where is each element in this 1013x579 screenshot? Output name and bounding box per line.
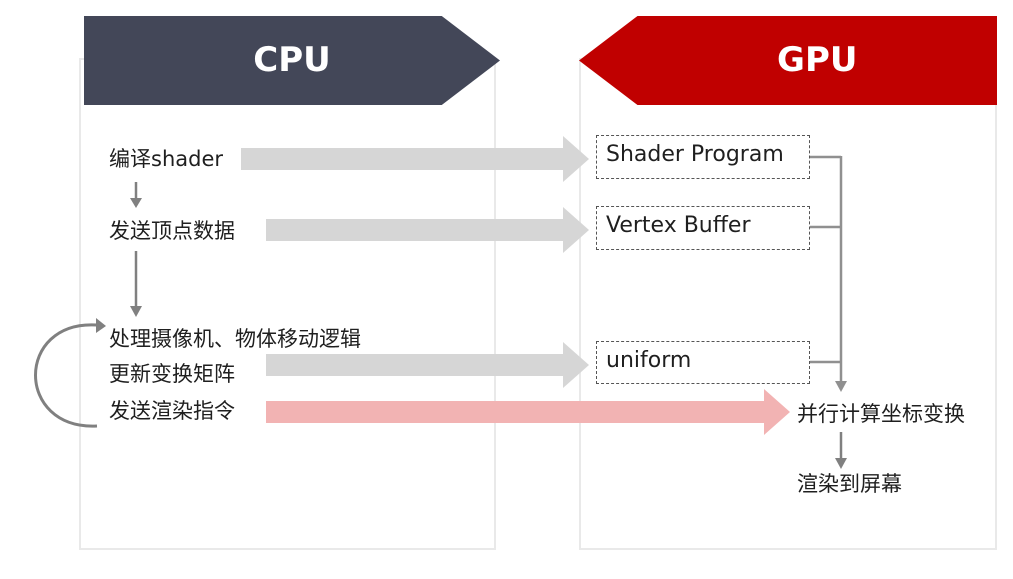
cpu-panel: [79, 58, 496, 550]
arrow-matrix-to-uniform: [266, 342, 589, 388]
vertex-buffer-box: Vertex Buffer: [596, 206, 810, 250]
shader-program-label: Shader Program: [606, 142, 784, 167]
gpu-connectors: [810, 155, 847, 469]
loop-arrow: [34, 318, 106, 428]
cpu-step-update-matrix: 更新变换矩阵: [109, 362, 235, 386]
cpu-step-arrow-2: [130, 251, 142, 317]
cpu-step-compile-shader: 编译shader: [109, 147, 224, 171]
gpu-title: GPU: [777, 40, 858, 80]
gpu-banner: GPU: [579, 16, 997, 105]
arrow-render-command: [266, 389, 790, 435]
vertex-buffer-label: Vertex Buffer: [606, 213, 751, 238]
shader-program-box: Shader Program: [596, 135, 810, 179]
cpu-step-arrow-1: [130, 182, 142, 208]
arrow-vertex-to-buffer: [266, 207, 589, 253]
gpu-step-render-to-screen: 渲染到屏幕: [797, 472, 902, 496]
cpu-banner: CPU: [84, 16, 500, 105]
cpu-title: CPU: [253, 40, 331, 80]
uniform-box: uniform: [596, 341, 810, 384]
cpu-step-send-render-command: 发送渲染指令: [109, 399, 235, 423]
gpu-step-parallel-transform: 并行计算坐标变换: [797, 402, 965, 426]
cpu-step-send-vertex-data: 发送顶点数据: [109, 219, 235, 243]
uniform-label: uniform: [606, 348, 692, 373]
arrow-compile-to-shader: [241, 136, 589, 182]
cpu-step-camera-object-logic: 处理摄像机、物体移动逻辑: [109, 327, 361, 351]
